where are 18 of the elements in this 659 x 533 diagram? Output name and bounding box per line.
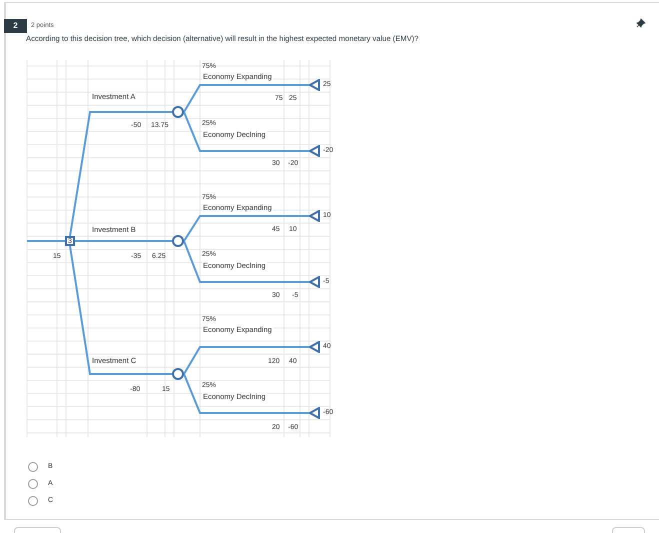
terminal-triangle [309,210,320,222]
terminal-triangle [309,341,320,353]
terminal-triangle [309,79,320,91]
tree-branch [27,240,65,242]
decision-square [65,236,75,246]
tree-branch [183,112,309,152]
terminal-triangle [309,276,320,288]
tree-branch [183,346,309,374]
terminal-triangle [309,407,320,419]
tree-branch [69,111,172,236]
tree-branch [183,84,309,112]
tree-branch [183,240,309,283]
question-number: 2 [4,19,27,33]
tree-branch [183,374,309,414]
terminal-triangle [309,145,320,157]
tree-branch [69,246,172,375]
tree-branch [75,240,172,242]
tree-branch [183,215,309,242]
